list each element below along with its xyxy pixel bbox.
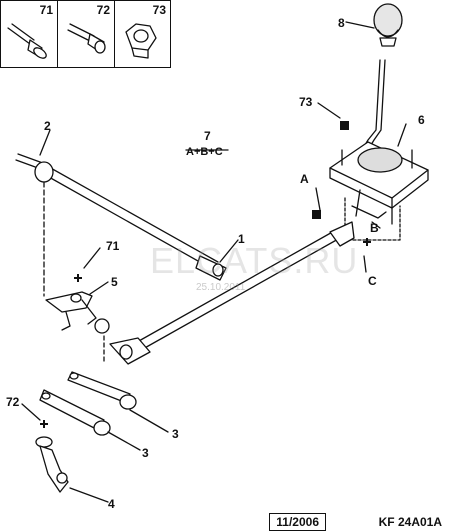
footer-code: KF 24A01A <box>378 515 442 529</box>
linkage-lower <box>39 389 111 436</box>
hardware-number: 72 <box>96 3 110 17</box>
callout-5: 5 <box>111 275 118 289</box>
callout-C: C <box>368 274 377 288</box>
kit-contents: A+B+C <box>186 146 223 158</box>
lever-arm <box>35 436 69 493</box>
hardware-box-73: 73 <box>114 0 171 68</box>
footer-date: 11/2006 <box>269 513 326 531</box>
gear-knob <box>373 3 403 47</box>
gear-lever <box>361 59 381 151</box>
callout-73: 73 <box>299 95 313 109</box>
callout-1: 1 <box>238 232 245 246</box>
kit-number: 7 <box>204 129 211 143</box>
callout-6: 6 <box>418 113 425 127</box>
hardware-number: 73 <box>152 3 166 17</box>
callout-3-upper: 3 <box>172 427 179 441</box>
watermark-date: 25.10.2011 <box>196 282 246 293</box>
bellcrank <box>45 291 110 334</box>
callout-4: 4 <box>108 497 115 511</box>
hardware-number: 71 <box>39 3 53 17</box>
hex-nut-icon <box>125 23 157 59</box>
callout-A: A <box>300 172 309 186</box>
flanged-bolt-icon <box>67 23 106 54</box>
callout-B: B <box>370 221 379 235</box>
upper-rod <box>15 153 227 281</box>
linkage-upper <box>67 371 137 410</box>
main-shift-rod <box>109 221 355 365</box>
watermark: ELCATS.RU <box>150 240 359 281</box>
callout-3-lower: 3 <box>142 446 149 460</box>
callout-8: 8 <box>338 16 345 30</box>
bolt-with-collar-icon <box>7 23 47 59</box>
callout-71: 71 <box>106 239 120 253</box>
fastener-markers <box>40 121 371 428</box>
callout-2: 2 <box>44 119 51 133</box>
callout-72: 72 <box>6 395 20 409</box>
lever-housing <box>329 141 429 225</box>
